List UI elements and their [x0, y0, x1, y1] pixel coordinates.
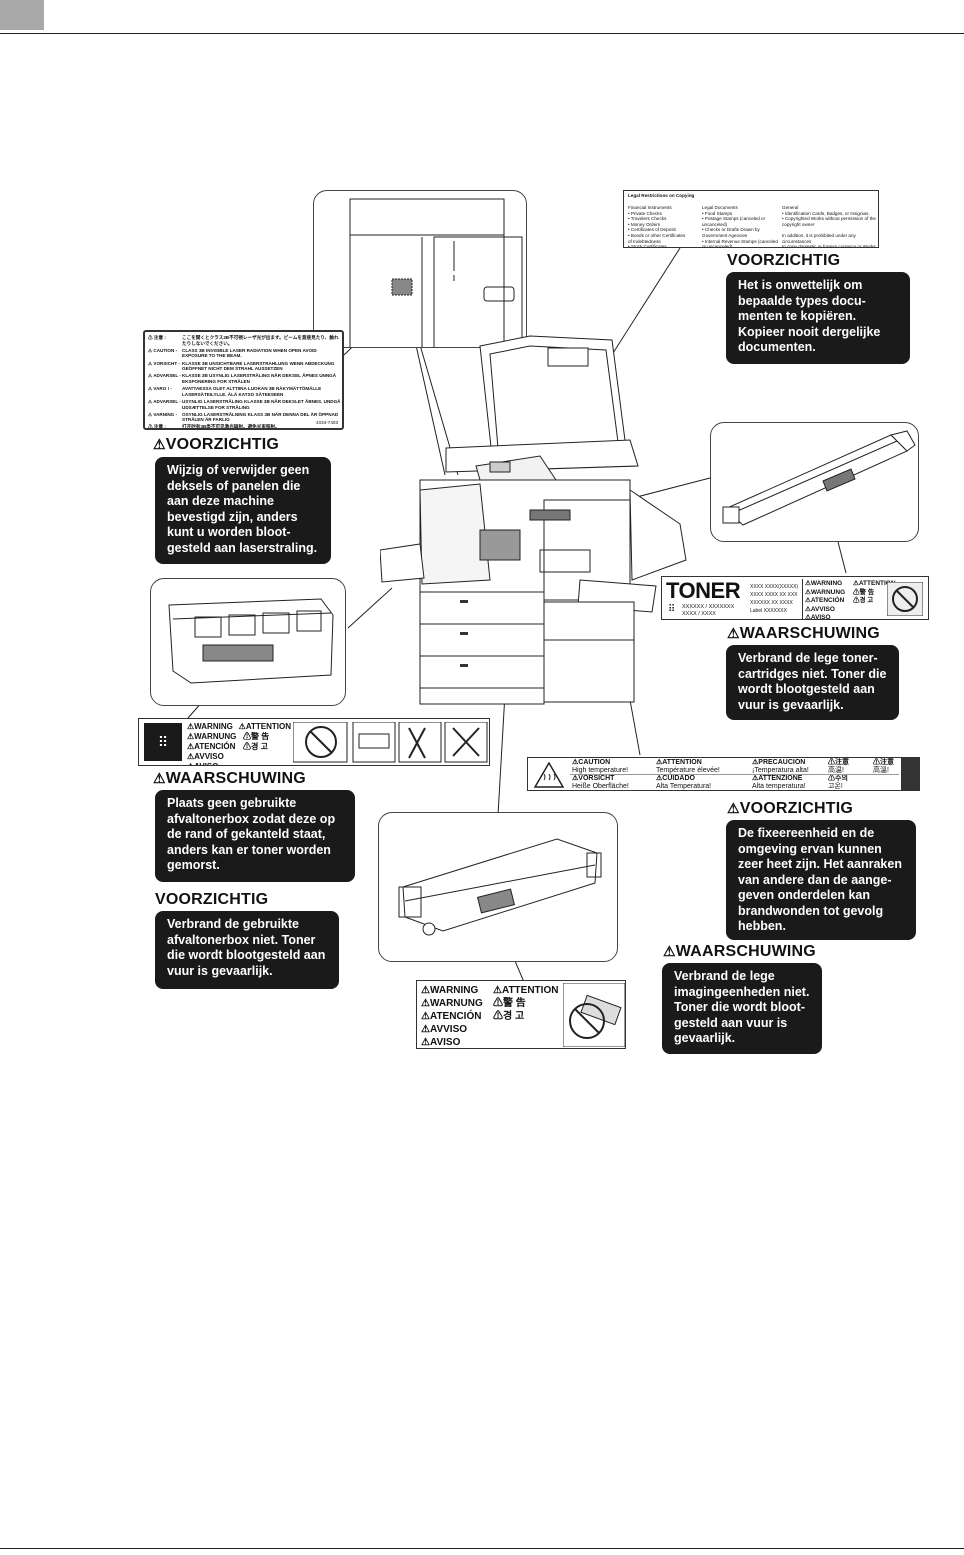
- laser-label-row: ⚠ VARO ! - AVATTAESSA OLET ALTTIINA LUOKA…: [148, 386, 341, 397]
- laser-callout: Wijzig of verwijder geen deksels of pane…: [155, 457, 331, 564]
- laser-row-key: ⚠ 注意 :: [148, 424, 166, 430]
- legal-restrictions-label: Legal Restrictions on Copying Financial …: [623, 190, 879, 248]
- warning-triangle-icon: ⚠: [727, 625, 740, 641]
- fuser-label-item: ⚠注意高溫!: [873, 759, 894, 774]
- page-number-tab: [0, 0, 44, 30]
- no-fire-icon: [887, 582, 923, 616]
- laser-label-row: ⚠ 注意 : ここを開くとクラス3B不可視レーザ光が出ます。ビームを直接見たり、触…: [148, 335, 341, 346]
- laser-heading: ⚠VOORZICHTIG: [153, 436, 280, 453]
- fuser-label-item: ⚠PRECAUCIÓN¡Temperatura alta!: [752, 759, 809, 774]
- toner-code-line-1: XXXXXX / XXXXXXX: [682, 604, 735, 610]
- laser-row-key: ⚠ VARNING -: [148, 411, 178, 417]
- imaging-unit-drawing: [398, 838, 602, 936]
- imaging-heading: ⚠WAARSCHUWING: [663, 943, 816, 960]
- footer-rule: [0, 1548, 964, 1549]
- illegal-copy-callout: Het is onwettelijk om bepaalde types doc…: [726, 272, 910, 364]
- waste-tilt-callout: Plaats geen gebruikte afvaltonerbox zoda…: [155, 790, 355, 882]
- rear-cover-inset: [313, 190, 527, 348]
- imaging-unit-label: ⚠WARNING⚠ATTENTION ⚠WARNUNG⚠警 告 ⚠ATENCIÓ…: [416, 980, 626, 1049]
- laser-warning-label: ⚠ 注意 : ここを開くとクラス3B不可視レーザ光が出ます。ビームを直接見たり、触…: [143, 330, 344, 430]
- imaging-callout: Verbrand de lege imagingeenheden niet. T…: [662, 963, 822, 1054]
- laser-label-row: ⚠ VARNING - OSYNLIG LASERSTRÅLNING KLASS …: [148, 412, 341, 423]
- waste-warnings-grid: ⚠WARNING⚠ATTENTION ⚠WARNUNG⚠警 告 ⚠ATENCIÓ…: [187, 722, 291, 765]
- waste-tilt-heading: ⚠WAARSCHUWING: [153, 770, 306, 787]
- toner-warnings-grid: ⚠WARNING⚠ATTENTION ⚠WARNUNG⚠警 告 ⚠ATENCIÓ…: [805, 580, 896, 620]
- toner-code-1: XXXX XXXX(XXXXX): [750, 584, 799, 590]
- waste-burn-heading: VOORZICHTIG: [155, 891, 269, 908]
- imaging-unit-inset: [378, 812, 618, 962]
- legal-col-financial: Financial Instruments • Private Checks •…: [628, 205, 686, 248]
- toner-callout: Verbrand de lege toner- cartridges niet.…: [726, 645, 899, 720]
- fuser-label-tab: [901, 758, 919, 790]
- toner-dots-icon: ⠿: [668, 604, 676, 615]
- waste-pictograms: [293, 722, 488, 763]
- laser-label-row: ⚠ ADVARSEL -KLASSE 3B USYNLIG LASERSTRÅL…: [148, 373, 341, 384]
- toner-label-code: XXXXXXX: [763, 608, 787, 614]
- toner-box-icon: ⠿: [144, 723, 182, 761]
- laser-row-text: KLASSE 3B USYNLIG LASERSTRÅLING NÅR DEKS…: [182, 373, 337, 384]
- toner-cartridge-inset: [710, 422, 919, 542]
- waste-toner-label: ⠿ ⚠WARNING⚠ATTENTION ⚠WARNUNG⚠警 告 ⚠ATENC…: [138, 718, 490, 766]
- fuser-callout: De fixeereenheid en de omgeving ervan ku…: [726, 820, 916, 940]
- laser-row-text: AVATTAESSA OLET ALTTIINA LUOKAN 3B NÄKYM…: [182, 386, 322, 397]
- legal-title: Legal Restrictions on Copying: [628, 193, 695, 198]
- laser-row-text: 打开时有3B类不可见激光辐射。避免光束照射。: [182, 424, 280, 430]
- laser-row-key: ⚠ ADVARSEL -: [148, 373, 181, 379]
- legal-col-documents: Legal Documents • Food Stamps • Postage …: [702, 205, 778, 248]
- laser-row-key: ⚠ VARO ! -: [148, 386, 172, 392]
- laser-row-key: ⚠ VORSICHT -: [148, 360, 180, 366]
- warning-triangle-icon: ⚠: [663, 943, 676, 959]
- laser-row-key: ⚠ ADVARSEL -: [148, 398, 181, 404]
- toner-code-3: XXXXXX XX XXXX: [750, 600, 793, 606]
- no-fire-imaging-icon: [563, 983, 625, 1047]
- laser-row-text: CLASS 3B INVISIBLE LASER RADIATION WHEN …: [182, 347, 317, 359]
- laser-label-row: ⚠ VORSICHT -KLASSE 3B UNSICHTBARE LASERS…: [148, 361, 341, 372]
- warning-triangle-icon: ⚠: [153, 770, 166, 786]
- hot-surface-icon: [534, 762, 564, 788]
- rear-cover-drawing: [349, 198, 523, 347]
- laser-label-row: ⚠ ADVARSEL -USYNLIG LASERSTRÅLING KLASSE…: [148, 399, 341, 410]
- laser-row-text: ここを開くとクラス3B不可視レーザ光が出ます。ビームを直接見たり、触れたりしない…: [182, 335, 339, 346]
- laser-row-key: ⚠ CAUTION -: [148, 347, 178, 353]
- imaging-warnings-grid: ⚠WARNING⚠ATTENTION ⚠WARNUNG⚠警 告 ⚠ATENCIÓ…: [421, 985, 559, 1048]
- laser-row-text: KLASSE 3B UNSICHTBARE LASERSTRAHLUNG WEN…: [182, 360, 335, 372]
- laser-row-text: OSYNLIG LASERSTRÅLNING KLASS 3B NÄR DENN…: [182, 411, 339, 423]
- toner-code-line-2: XXXX / XXXX: [682, 611, 716, 617]
- laser-label-row: ⚠ CAUTION - CLASS 3B INVISIBLE LASER RADI…: [148, 348, 341, 359]
- waste-toner-box-inset: [150, 578, 346, 706]
- legal-col-general: General • Identification Cards, Badges, …: [782, 205, 876, 248]
- toner-label: TONER ⠿ XXXXXX / XXXXXXX XXXX / XXXX XXX…: [661, 576, 929, 620]
- toner-cartridge-drawing: [722, 430, 916, 526]
- fuser-label-item: ⚠注意高温!: [828, 759, 849, 774]
- header-rule: [0, 33, 964, 34]
- toner-label-word: Label: [750, 608, 763, 614]
- fuser-heading: ⚠VOORZICHTIG: [727, 800, 854, 817]
- illegal-copy-heading: VOORZICHTIG: [727, 252, 841, 269]
- warning-triangle-icon: ⚠: [727, 800, 740, 816]
- laser-row-text: USYNLIG LASERSTRÅLING KLASSE 3B NÅR DEKS…: [182, 398, 341, 410]
- warning-triangle-icon: ⚠: [153, 436, 166, 452]
- laser-row-key: ⚠ 注意 :: [148, 335, 166, 340]
- laser-label-row: ⚠ 注意 : 打开时有3B类不可见激光辐射。避免光束照射。: [148, 424, 341, 430]
- toner-code-2: XXXX XXXX XX XXX: [750, 592, 798, 598]
- mfp-machine-illustration: [380, 335, 687, 705]
- toner-label-title: TONER: [666, 578, 741, 603]
- waste-toner-box-drawing: [168, 598, 334, 684]
- toner-heading: ⚠WAARSCHUWING: [727, 625, 880, 642]
- laser-label-rows: ⚠ 注意 : ここを開くとクラス3B不可視レーザ光が出ます。ビームを直接見たり、触…: [148, 335, 341, 430]
- waste-burn-callout: Verbrand de gebruikte afvaltonerbox niet…: [155, 911, 339, 989]
- laser-label-code: 4034-7403: [316, 420, 338, 426]
